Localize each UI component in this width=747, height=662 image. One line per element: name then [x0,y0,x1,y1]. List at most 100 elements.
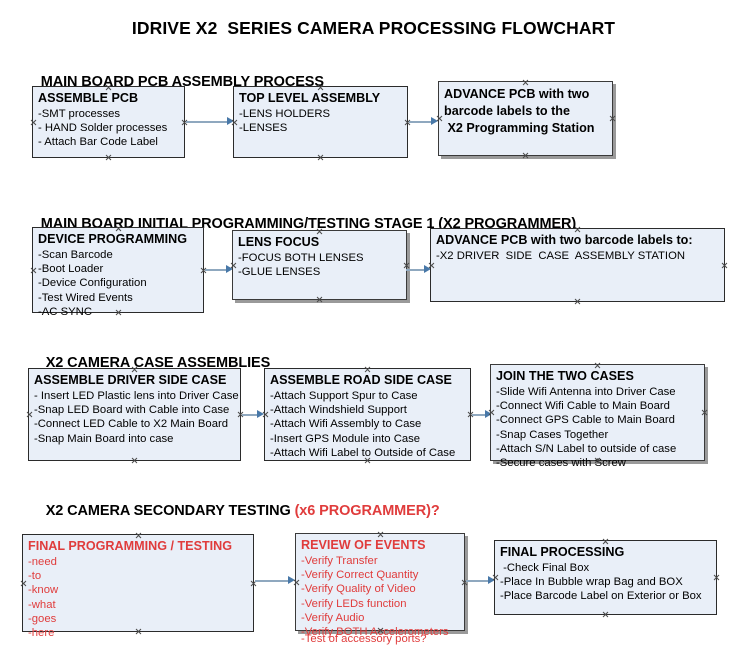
node-line: -Check Final Box [500,562,590,574]
arrow-shaft [186,121,228,123]
connector-handle-left[interactable] [492,574,499,581]
connector-handle-left[interactable] [30,267,37,274]
node-assemble-road-side-case[interactable]: ASSEMBLE ROAD SIDE CASE -Attach Support … [264,368,471,461]
arrow-shaft [472,414,486,416]
node-line: -Connect Wifi Cable to Main Board [496,400,670,413]
node-line: -Attach Wifi Assembly to Case [270,418,422,431]
connector-handle-left[interactable] [428,262,435,269]
connector-handle-top[interactable] [115,225,122,232]
connector-handle-top[interactable] [131,366,138,373]
connector-handle-bottom[interactable] [317,154,324,161]
node-title: ADVANCE PCB with two barcode labels to: [436,233,693,247]
connector-handle-left[interactable] [26,411,33,418]
connector-handle-left[interactable] [30,119,37,126]
arrow-driver-side-case-to-road-side-case [242,410,264,419]
connector-handle-top[interactable] [105,84,112,91]
node-overflow-line: -Test of accessory ports? [301,633,427,645]
node-line: -need [28,556,57,568]
connector-handle-top[interactable] [602,538,609,545]
connector-handle-bottom[interactable] [364,457,371,464]
connector-handle-top[interactable] [574,226,581,233]
arrow-shaft [406,269,425,271]
connector-handle-left[interactable] [262,411,269,418]
node-line: -what [28,598,56,611]
connector-handle-bottom[interactable] [574,298,581,305]
connector-handle-left[interactable] [488,409,495,416]
section-heading-text: X2 CAMERA SECONDARY TESTING [45,503,295,519]
connector-handle-bottom[interactable] [602,611,609,618]
connector-handle-bottom[interactable] [135,628,142,635]
section-heading-x2-camera-secondary-testing: X2 CAMERA SECONDARY TESTING (x6 PROGRAMM… [30,487,440,535]
arrow-shaft [242,414,258,416]
node-line: -Verify Quality of Video [301,583,416,596]
node-title: ADVANCE PCB with two barcode labels to t… [444,87,595,135]
node-line: -Snap LED Board with Cable into Case [34,404,230,417]
node-line: -Connect GPS Cable to Main Board [496,414,675,427]
arrow-shaft [466,580,489,582]
node-advance-pcb-to-programming-station[interactable]: ADVANCE PCB with two barcode labels to t… [438,81,613,156]
node-line: -Device Configuration [38,277,147,290]
connector-handle-top[interactable] [316,228,323,235]
node-line: -Verify Transfer [301,555,378,567]
connector-handle-bottom[interactable] [522,152,529,159]
node-line: -Verify Audio [301,611,365,624]
node-line: - Insert LED Plastic lens into Driver Ca… [34,390,239,402]
node-device-programming[interactable]: DEVICE PROGRAMMING -Scan Barcode -Boot L… [30,225,204,318]
node-title: LENS FOCUS [238,235,320,249]
node-assemble-pcb[interactable]: ASSEMBLE PCB -SMT processes - HAND Solde… [32,86,185,158]
connector-handle-left[interactable] [293,579,300,586]
connector-handle-left[interactable] [436,115,443,122]
node-join-the-two-cases[interactable]: JOIN THE TWO CASES -Slide Wifi Antenna i… [488,362,708,469]
node-line: -Place Barcode Label on Exterior or Box [500,590,702,603]
connector-handle-bottom[interactable] [105,154,112,161]
connector-handle-bottom[interactable] [594,457,601,464]
node-line: -Boot Loader [38,263,104,276]
connector-handle-top[interactable] [317,84,324,91]
node-line: -Attach Support Spur to Case [270,390,418,402]
arrow-head-icon [424,265,431,273]
node-final-programming-testing[interactable]: FINAL PROGRAMMING / TESTING -need -to -k… [20,532,254,639]
node-line: -Verify LEDs function [301,597,407,610]
connector-handle-top[interactable] [522,79,529,86]
node-line: -Verify Correct Quantity [301,569,419,582]
arrow-top-level-assembly-to-advance-pcb-station [409,117,438,126]
arrow-head-icon [257,410,264,418]
arrow-head-icon [431,117,438,125]
connector-handle-bottom[interactable] [377,627,384,634]
connector-handle-top[interactable] [364,366,371,373]
connector-handle-left[interactable] [20,580,27,587]
node-assemble-driver-side-case[interactable]: ASSEMBLE DRIVER SIDE CASE - Insert LED P… [28,368,241,461]
node-line: -FOCUS BOTH LENSES [238,252,364,264]
node-top-level-assembly[interactable]: TOP LEVEL ASSEMBLY -LENS HOLDERS -LENSES [233,86,408,158]
connector-handle-right[interactable] [609,115,616,122]
node-line: -Place In Bubble wrap Bag and BOX [500,576,683,589]
node-final-processing[interactable]: FINAL PROCESSING -Check Final Box -Place… [494,540,717,615]
node-line: -Attach Wifi Label to Outside of Case [270,446,456,459]
node-line: - HAND Solder processes [38,122,168,135]
connector-handle-bottom[interactable] [131,457,138,464]
node-line: -Verify BOTH Accelerometers [301,626,449,639]
node-review-of-events[interactable]: REVIEW OF EVENTS -Verify Transfer -Verif… [293,531,465,645]
connector-handle-top[interactable] [377,531,384,538]
arrow-lens-focus-to-advance-pcb-driver [406,265,431,274]
node-line: -goes [28,612,57,625]
node-line: - Attach Bar Code Label [38,136,158,149]
connector-handle-left[interactable] [230,262,237,269]
node-line: -Connect LED Cable to X2 Main Board [34,418,229,431]
connector-handle-right[interactable] [713,574,720,581]
node-line: -Snap Cases Together [496,428,609,441]
connector-handle-top[interactable] [594,362,601,369]
node-lens-focus[interactable]: LENS FOCUS -FOCUS BOTH LENSES -GLUE LENS… [232,230,407,300]
node-title: FINAL PROGRAMMING / TESTING [28,539,233,553]
connector-handle-top[interactable] [135,532,142,539]
node-line: -Test Wired Events [38,291,133,304]
node-line: -AC SYNC [38,305,92,318]
connector-handle-left[interactable] [231,119,238,126]
page-title: IDRIVE X2 SERIES CAMERA PROCESSING FLOWC… [131,18,616,38]
connector-handle-bottom[interactable] [115,309,122,316]
connector-handle-right[interactable] [701,409,708,416]
connector-handle-bottom[interactable] [316,296,323,303]
node-advance-pcb-to-driver-side-case[interactable]: ADVANCE PCB with two barcode labels to: … [430,228,725,302]
connector-handle-right[interactable] [721,262,728,269]
